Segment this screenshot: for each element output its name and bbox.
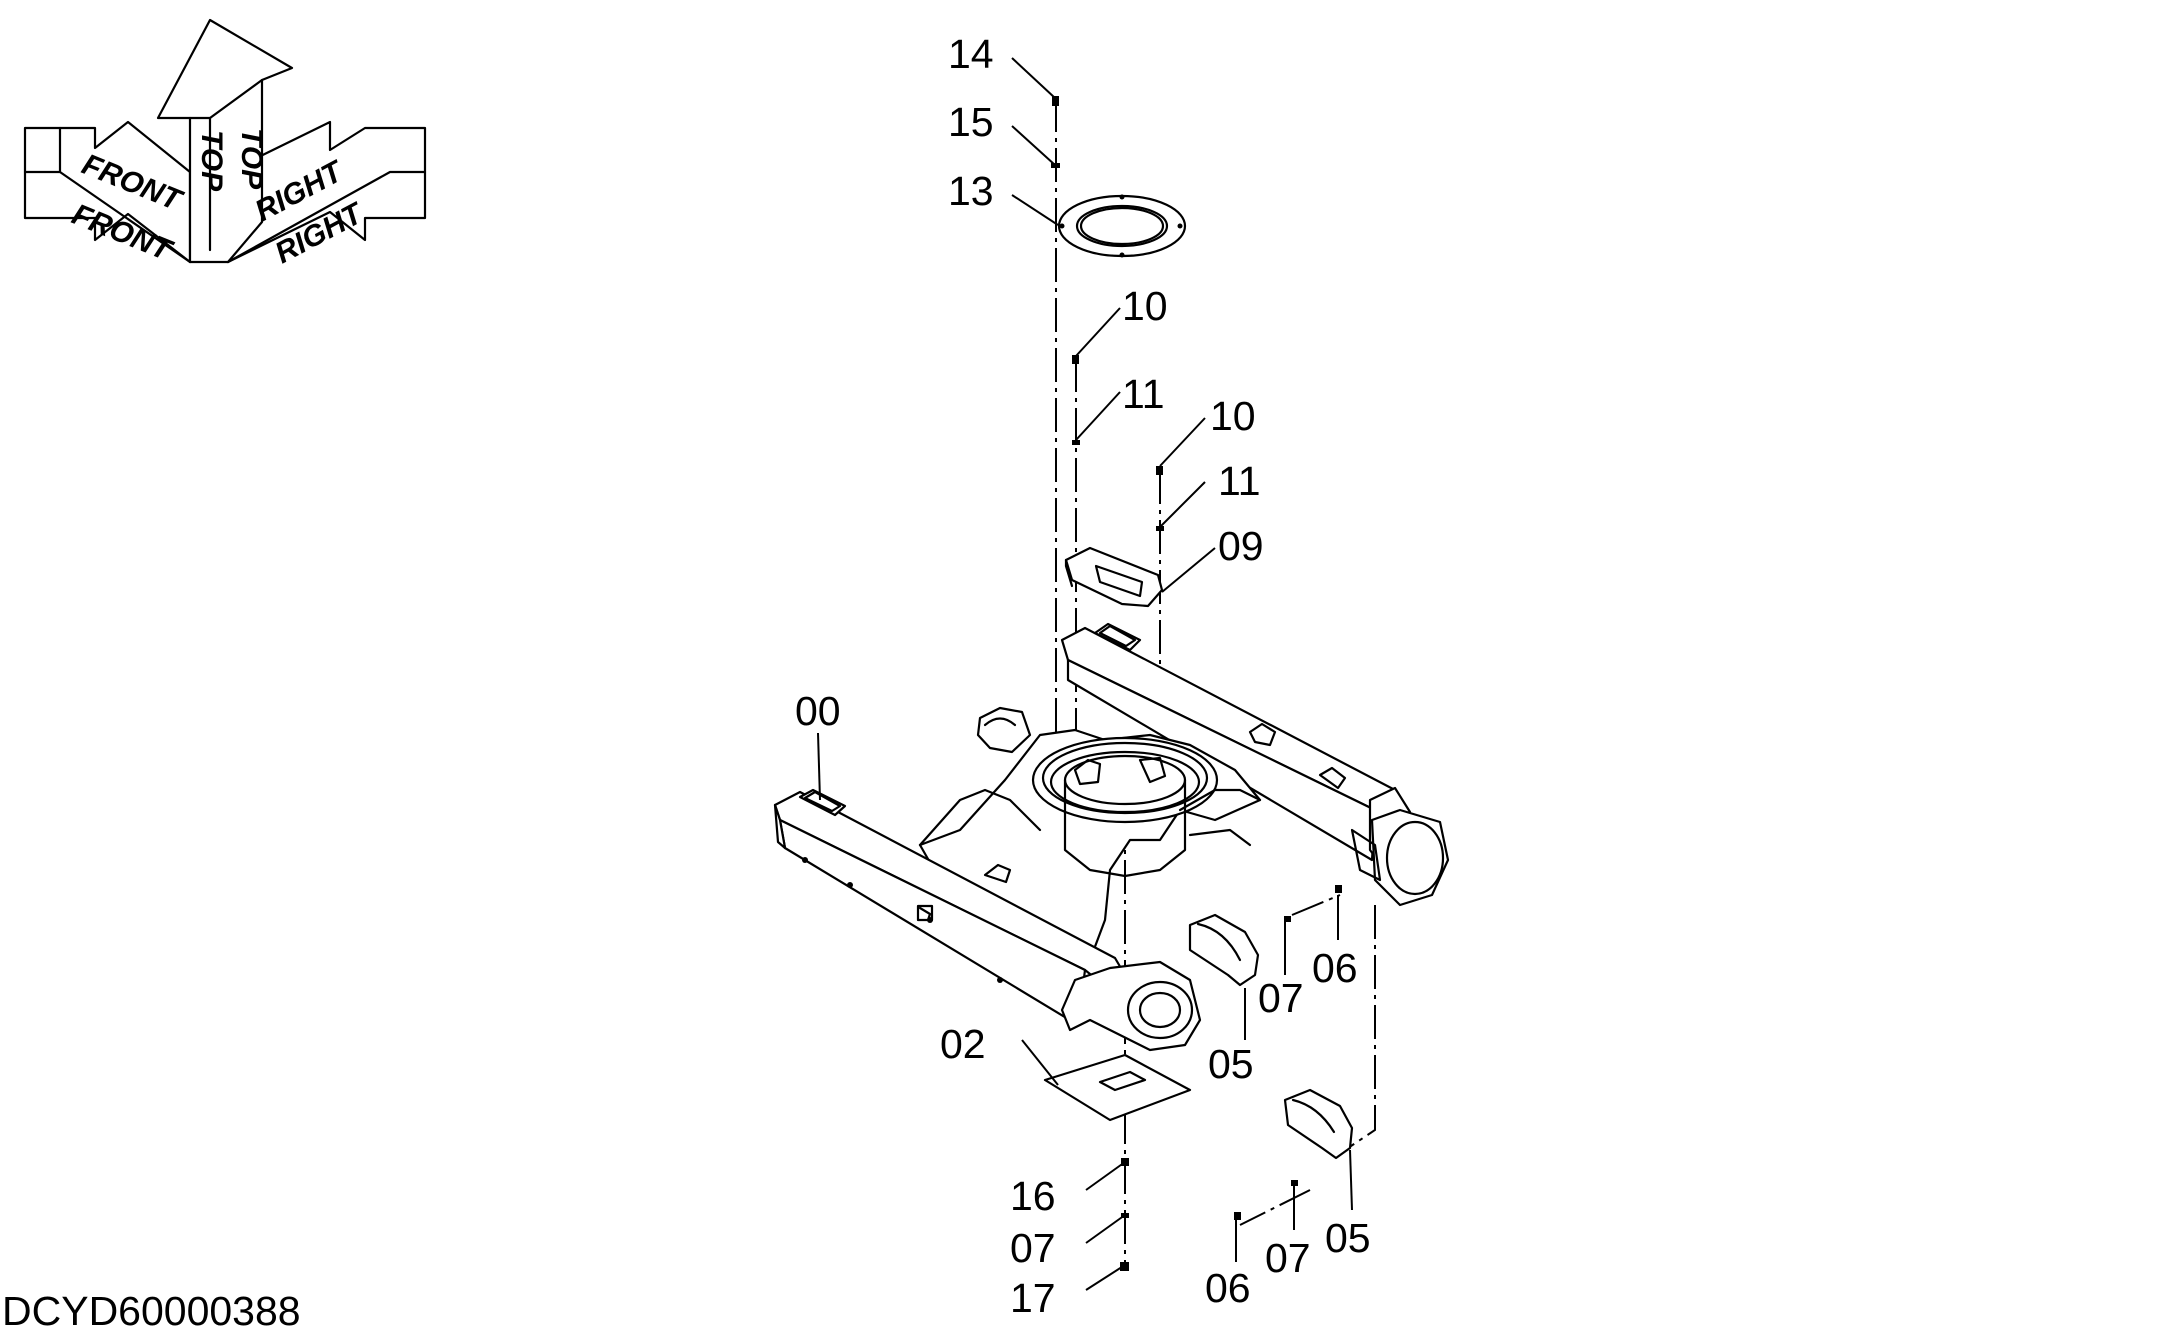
callout-02: 02	[940, 1021, 986, 1067]
callout-07-lower: 07	[1265, 1235, 1311, 1281]
callout-11-right: 11	[1218, 458, 1261, 504]
bolt-10-right-icon	[1156, 466, 1163, 475]
top-arrow-shape	[156, 18, 294, 264]
washer-11-right-icon	[1156, 526, 1164, 531]
callout-07-upper: 07	[1258, 975, 1304, 1021]
callout-05-lower: 05	[1325, 1215, 1371, 1261]
callout-labels: 14 15 13 10 11 10 11 09 00 06 07 05 02 1…	[795, 31, 1371, 1321]
leader-lines	[817, 57, 1353, 1291]
top-label-right: TOP	[235, 128, 268, 190]
callout-13: 13	[948, 168, 994, 214]
orientation-indicator: FRONT FRONT TOP TOP RIGHT RIGHT	[23, 18, 427, 270]
bolt-10-left-icon	[1072, 355, 1079, 364]
callout-17: 17	[1010, 1275, 1056, 1321]
callout-06-upper: 06	[1312, 945, 1358, 991]
callout-07-bottom: 07	[1010, 1225, 1056, 1271]
right-arrow-shape	[226, 120, 427, 264]
track-frame-00	[773, 622, 1450, 1052]
washer-07-upper-icon	[1284, 916, 1291, 922]
bolt-06-lower-icon	[1234, 1212, 1241, 1220]
shield-plate-05-lower	[1283, 1088, 1354, 1160]
callout-05-upper: 05	[1208, 1041, 1254, 1087]
callout-06-lower: 06	[1205, 1265, 1251, 1311]
bottom-plate-02	[1043, 1053, 1192, 1122]
callout-16: 16	[1010, 1173, 1056, 1219]
ring-plate-13	[1057, 194, 1187, 258]
washer-11-left-icon	[1072, 440, 1080, 445]
callout-00: 00	[795, 688, 841, 734]
washer-07-lower-icon	[1291, 1180, 1298, 1186]
bolt-14-icon	[1052, 96, 1059, 106]
callout-15: 15	[948, 99, 994, 145]
shield-plate-05-upper	[1188, 913, 1260, 987]
callout-14: 14	[948, 31, 994, 77]
drawing-code: DCYD60000388	[2, 1288, 301, 1334]
bolt-06-upper-icon	[1335, 885, 1342, 893]
callout-10-left: 10	[1122, 283, 1168, 329]
washer-15-icon	[1051, 163, 1060, 168]
top-label-left: TOP	[195, 130, 228, 192]
cover-plate-09	[1064, 546, 1164, 608]
callout-11-left: 11	[1122, 371, 1165, 417]
hardware-parts	[1051, 96, 1342, 1271]
callout-10-right: 10	[1210, 393, 1256, 439]
callout-09: 09	[1218, 523, 1264, 569]
